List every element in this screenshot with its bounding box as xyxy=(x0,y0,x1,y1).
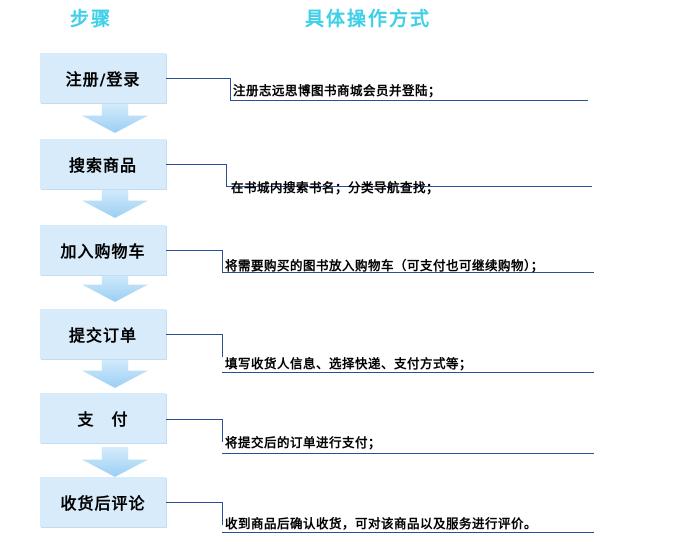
step-description-add-to-cart: 将需要购买的图书放入购物车（可支付也可继续购物）； xyxy=(225,258,544,273)
step-description-review: 收到商品后确认收货，可对该商品以及服务进行评价。 xyxy=(225,516,538,531)
description-underline xyxy=(222,453,594,454)
connector-line xyxy=(166,502,223,525)
step-description-search: 在书城内搜索书名；分类导航查找； xyxy=(231,180,440,195)
methods-header: 具体操作方式 xyxy=(305,8,432,30)
flow-arrow xyxy=(82,103,148,133)
step-box-add-to-cart: 加入购物车 xyxy=(40,225,166,275)
description-underline xyxy=(222,272,594,273)
step-description-payment: 将提交后的订单进行支付； xyxy=(225,435,382,450)
flow-arrow xyxy=(82,358,148,388)
step-box-payment: 支 付 xyxy=(40,393,166,443)
connector-line xyxy=(166,78,231,101)
description-underline xyxy=(222,372,594,373)
connector-line xyxy=(166,334,223,357)
steps-header: 步骤 xyxy=(70,8,113,30)
connector-line xyxy=(166,250,223,273)
step-description-submit-order: 填写收货人信息、选择快递、支付方式等； xyxy=(225,356,473,371)
flow-arrow xyxy=(82,447,148,477)
connector-line xyxy=(166,164,227,187)
connector-line xyxy=(166,419,223,442)
step-box-review: 收货后评论 xyxy=(40,477,166,527)
step-description-register: 注册志远思博图书商城会员并登陆； xyxy=(233,83,442,98)
description-underline xyxy=(230,100,588,101)
step-box-register: 注册/登录 xyxy=(40,53,166,103)
step-box-submit-order: 提交订单 xyxy=(40,309,166,359)
flow-arrow xyxy=(82,272,148,302)
flow-arrow xyxy=(82,188,148,218)
description-underline xyxy=(222,532,594,533)
description-underline xyxy=(226,186,592,187)
step-box-search: 搜索商品 xyxy=(40,139,166,189)
